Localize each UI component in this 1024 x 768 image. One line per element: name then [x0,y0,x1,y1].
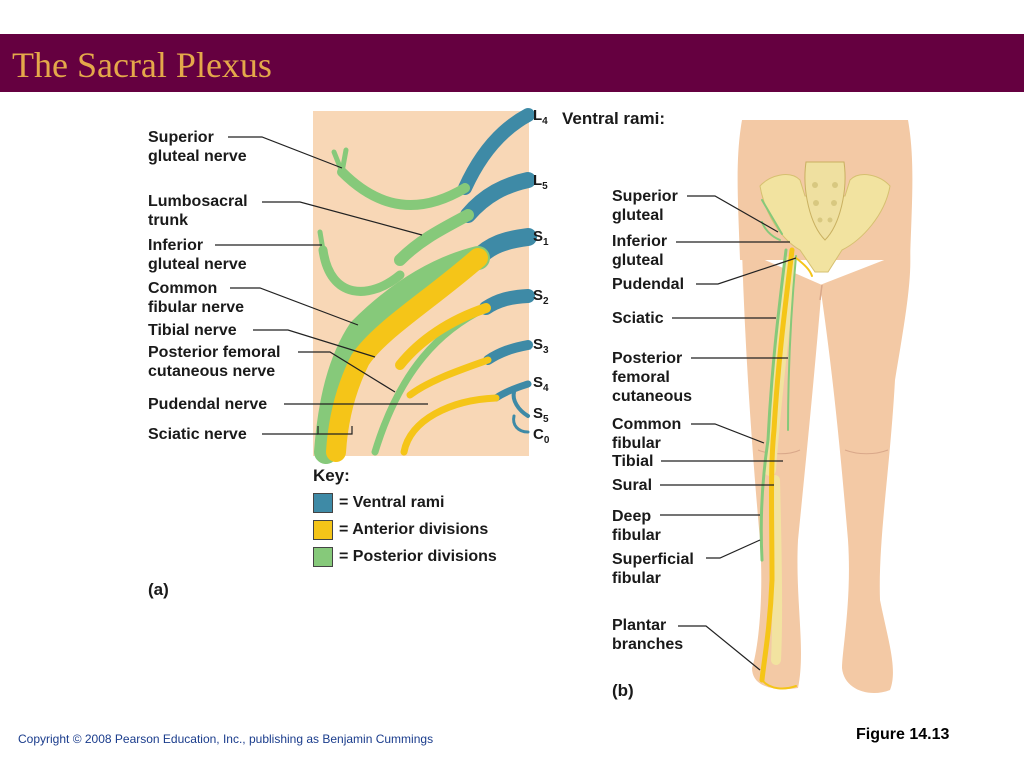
pudendal-branch [400,394,500,456]
plantar-nerve [761,679,797,690]
label-pudendal-nerve: Pudendal nerve [148,396,268,413]
root-label-l5: L5 [533,172,548,192]
ramus-s3 [483,340,533,365]
ramus-s5 [511,390,530,418]
root-label-c0: C0 [533,426,550,446]
ramus-c0 [512,414,530,434]
sciatic-nerve-yellow [759,247,795,683]
root-label-s4: S4 [533,374,549,394]
label-inferior-gluteal-nerve: Inferior gluteal nerve [148,237,247,273]
key-title: Key: [313,466,350,485]
tibial-trunk [326,248,488,462]
anterior-divisions [326,248,500,462]
left-leg [742,250,822,690]
panel-b-leader-lines [660,195,797,671]
posterior-divisions-swatch [313,547,333,567]
label-b-superior-gluteal: Superior gluteal [612,188,678,224]
ramus-l4 [458,108,535,195]
key-item-ventral-rami: = Ventral rami [313,493,444,513]
label-b-sciatic: Sciatic [612,310,664,327]
label-superior-gluteal-nerve: Superior gluteal nerve [148,129,247,165]
root-label-l4: L4 [533,107,548,127]
anterior-divisions-swatch [313,520,333,540]
label-lumbosacral-trunk: Lumbosacral trunk [148,193,248,229]
buttock-crease [819,284,823,301]
pudendal-nerve [795,257,813,277]
label-b-pudendal: Pudendal [612,276,685,293]
panel-b-label: (b) [612,681,634,700]
panel-a-label: (a) [148,580,169,599]
ventral-rami-heading: Ventral rami: [562,109,665,128]
anterior-s3 [406,356,492,399]
common-fibular-trunk [314,246,490,464]
label-b-superficial-fibular: Superficial fibular [612,551,694,587]
superior-gluteal-tip-2 [339,147,349,175]
superior-gluteal-branch [337,167,470,210]
posterior-femoral-nerve [787,255,797,431]
inferior-gluteal-branch [318,245,405,296]
label-b-deep-fibular: Deep fibular [612,508,661,544]
label-b-posterior-femoral-cutaneous: Posterior femoral cutaneous [612,350,693,405]
ramus-l5 [460,172,536,223]
leg-nerves [759,199,813,690]
knee-left [757,449,801,455]
panel-a-leader-lines [215,136,428,435]
label-b-inferior-gluteal: Inferior gluteal [612,233,668,269]
label-b-plantar-branches: Plantar branches [612,617,684,653]
copyright-notice: Copyright © 2008 Pearson Education, Inc.… [18,732,434,746]
key-item-anterior-divisions: = Anterior divisions [313,520,488,540]
root-label-s2: S2 [533,287,549,307]
label-tibial-nerve: Tibial nerve [148,322,237,339]
right-leg [820,250,911,694]
superior-gluteal-nerve [761,199,783,235]
posterior-divisions [314,147,490,464]
figure-number: Figure 14.13 [856,726,950,743]
lumbosacral-trunk [394,209,474,266]
inferior-gluteal-tip [317,229,326,253]
root-label-s3: S3 [533,336,549,356]
ventral-rami-swatch [313,493,333,513]
root-label-s5: S5 [533,405,549,425]
label-b-common-fibular: Common fibular [612,416,682,452]
sciatic-nerve-green [759,248,788,562]
label-sciatic-nerve: Sciatic nerve [148,426,247,443]
key-item-posterior-divisions: = Posterior divisions [313,547,497,567]
slide-title: The Sacral Plexus [12,45,272,85]
label-common-fibular-nerve: Common fibular nerve [148,280,245,316]
root-label-s1: S1 [533,228,549,248]
sacrum [804,161,846,241]
tibia [770,475,783,665]
anterior-s2 [395,303,491,370]
label-b-sural: Sural [612,477,653,494]
knee-right [844,449,889,455]
title-bar [0,34,1024,92]
posterior-body-figure [737,120,913,694]
label-posterior-femoral-cutaneous-nerve: Posterior femoral cutaneous nerve [148,344,281,380]
label-b-tibial: Tibial [612,453,654,470]
